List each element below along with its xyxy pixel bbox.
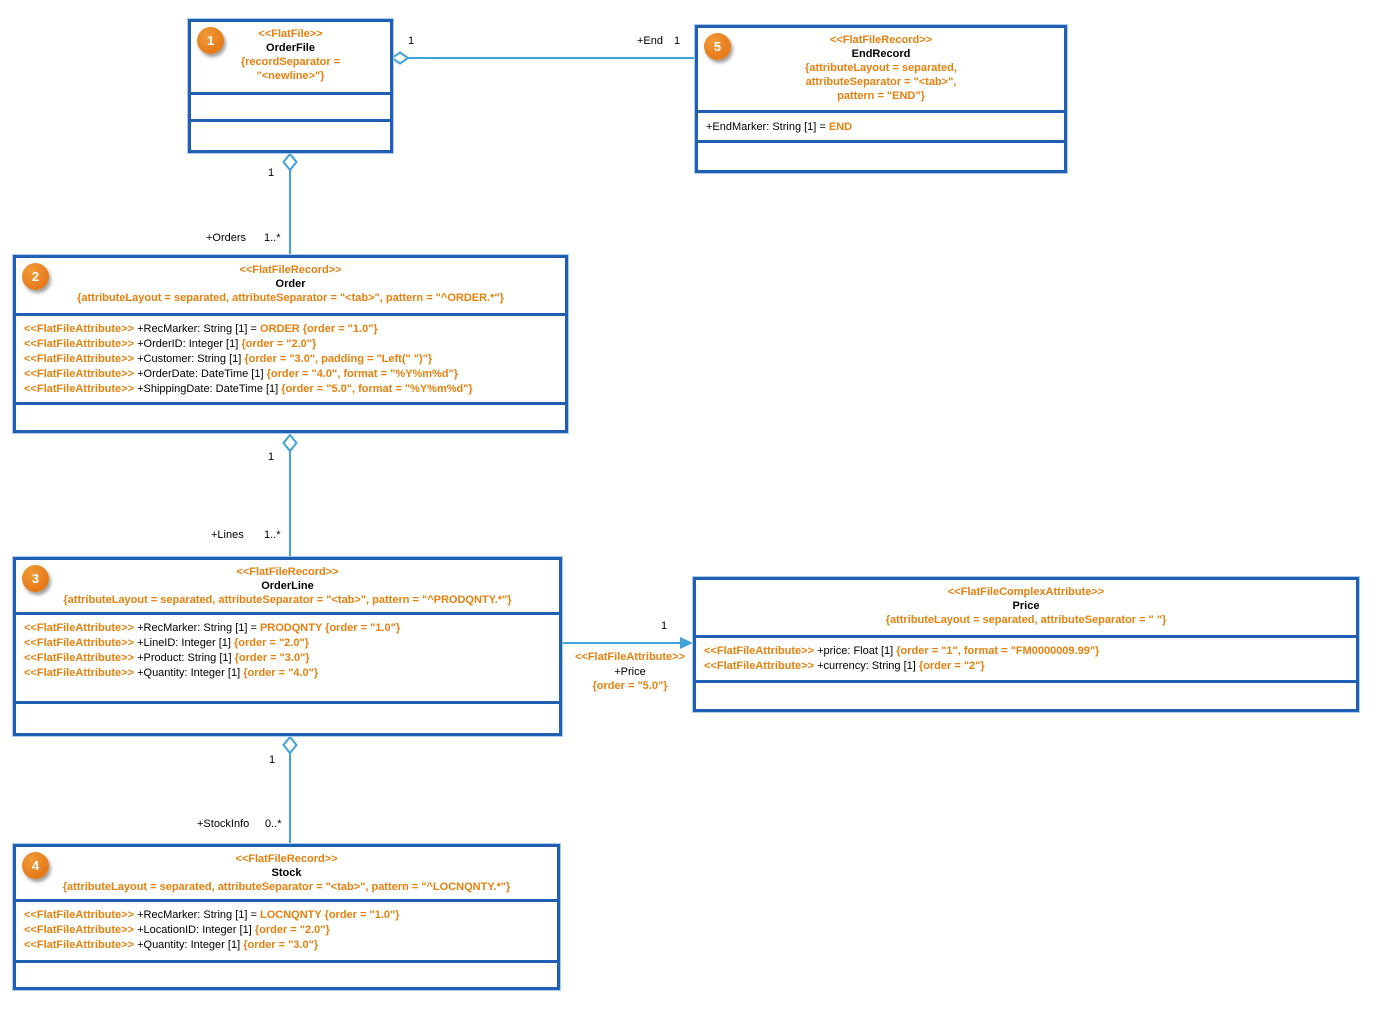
endrecord-stereotype: <<FlatFileRecord>>	[829, 34, 933, 46]
orderfile-constraint: {recordSeparator = "<newline>"}	[211, 55, 371, 83]
role-orders: +Orders	[206, 232, 247, 244]
constraint-line: attributeSeparator = "<tab>",	[805, 76, 957, 88]
orderfile-stereotype: <<FlatFile>>	[258, 28, 323, 40]
badge-2: 2	[22, 263, 49, 290]
badge-1: 1	[197, 27, 224, 54]
constraint-line: {attributeLayout = separated, attributeS…	[63, 594, 512, 606]
multiplicity-order-lines: 1	[268, 451, 275, 463]
orderline-name: OrderLine	[261, 580, 314, 592]
order-constraint: {attributeLayout = separated, attributeS…	[16, 291, 565, 305]
attribute-row: <<FlatFileAttribute>> +RecMarker: String…	[24, 909, 400, 921]
constraint-line: "<newline>"}	[256, 70, 325, 82]
attribute-row: <<FlatFileAttribute>> +LocationID: Integ…	[24, 924, 330, 936]
stock-constraint: {attributeLayout = separated, attributeS…	[16, 880, 557, 894]
attribute-row: <<FlatFileAttribute>> +Quantity: Integer…	[24, 939, 319, 951]
aggregation-diamond-icon	[390, 51, 410, 65]
class-stock[interactable]: 4 <<FlatFileRecord>> Stock {attributeLay…	[13, 844, 560, 990]
class-order[interactable]: 2 <<FlatFileRecord>> Order {attributeLay…	[13, 255, 568, 433]
attribute-row: <<FlatFileAttribute>> +RecMarker: String…	[24, 622, 401, 634]
constraint-line: {attributeLayout = separated, attributeS…	[885, 614, 1167, 626]
attribute-row: <<FlatFileAttribute>> +Customer: String …	[24, 353, 433, 365]
stock-name: Stock	[271, 867, 302, 879]
role-price: +Price	[614, 665, 646, 678]
constraint-line: {attributeLayout = separated,	[805, 62, 957, 74]
endrecord-operations-compartment	[698, 140, 1064, 170]
orderline-title-compartment: <<FlatFileRecord>> OrderLine {attributeL…	[16, 560, 559, 612]
order-attributes-compartment: <<FlatFileAttribute>> +RecMarker: String…	[16, 313, 565, 402]
multiplicity-stockinfo: 0..*	[265, 818, 282, 830]
class-orderline[interactable]: 3 <<FlatFileRecord>> OrderLine {attribut…	[13, 557, 562, 736]
multiplicity-endrecord: 1	[674, 35, 681, 47]
orderline-constraint: {attributeLayout = separated, attributeS…	[16, 593, 559, 607]
attribute-row: +EndMarker: String [1] = END	[706, 121, 853, 133]
price-constraint: {attributeLayout = separated, attributeS…	[696, 613, 1356, 627]
multiplicity-lines: 1..*	[264, 529, 281, 541]
role-lines: +Lines	[211, 529, 244, 541]
price-title-compartment: <<FlatFileComplexAttribute>> Price {attr…	[696, 580, 1356, 635]
class-orderfile[interactable]: 1 <<FlatFile>> OrderFile {recordSeparato…	[188, 19, 393, 153]
endrecord-name: EndRecord	[851, 48, 911, 60]
attribute-row: <<FlatFileAttribute>> +OrderID: Integer …	[24, 338, 317, 350]
attribute-row: <<FlatFileAttribute>> +LineID: Integer […	[24, 637, 309, 649]
orderline-attributes-compartment: <<FlatFileAttribute>> +RecMarker: String…	[16, 612, 559, 701]
constraint-line: {attributeLayout = separated, attributeS…	[62, 881, 511, 893]
stock-operations-compartment	[16, 960, 557, 987]
class-price[interactable]: <<FlatFileComplexAttribute>> Price {attr…	[693, 577, 1359, 712]
role-stockinfo: +StockInfo	[197, 818, 250, 830]
class-endrecord[interactable]: 5 <<FlatFileRecord>> EndRecord {attribut…	[695, 25, 1067, 173]
endrecord-title-compartment: <<FlatFileRecord>> EndRecord {attributeL…	[698, 28, 1064, 110]
orderline-stereotype: <<FlatFileRecord>>	[236, 566, 339, 578]
endrecord-constraint: {attributeLayout = separated, attributeS…	[698, 61, 1064, 103]
price-attributes-compartment: <<FlatFileAttribute>> +price: Float [1] …	[696, 635, 1356, 680]
aggregation-diamond-icon	[282, 152, 298, 172]
orderfile-name: OrderFile	[266, 42, 315, 54]
badge-5: 5	[704, 33, 731, 60]
association-label-price: <<FlatFileAttribute>> +Price {order = "5…	[550, 650, 710, 694]
multiplicity-orders: 1..*	[264, 232, 281, 244]
aggregation-diamond-icon	[282, 735, 298, 755]
stock-title-compartment: <<FlatFileRecord>> Stock {attributeLayou…	[16, 847, 557, 899]
constraint-line: {recordSeparator =	[240, 56, 341, 68]
attribute-row: <<FlatFileAttribute>> +Quantity: Integer…	[24, 667, 319, 679]
multiplicity-orderfile-orders: 1	[268, 167, 275, 179]
badge-4: 4	[22, 852, 49, 879]
stock-stereotype: <<FlatFileRecord>>	[235, 853, 338, 865]
order-title-compartment: <<FlatFileRecord>> Order {attributeLayou…	[16, 258, 565, 313]
badge-3: 3	[22, 565, 49, 592]
attribute-row: <<FlatFileAttribute>> +Product: String […	[24, 652, 310, 664]
stock-attributes-compartment: <<FlatFileAttribute>> +RecMarker: String…	[16, 899, 557, 960]
attribute-row: <<FlatFileAttribute>> +currency: String …	[704, 660, 985, 672]
multiplicity-orderline-stock: 1	[269, 754, 276, 766]
price-name: Price	[1012, 600, 1040, 612]
orderfile-operations-compartment	[191, 119, 390, 150]
constraint-line: {attributeLayout = separated, attributeS…	[77, 292, 504, 304]
order-stereotype: <<FlatFileRecord>>	[239, 264, 342, 276]
orderfile-attributes-compartment	[191, 92, 390, 119]
role-end: +End	[637, 35, 663, 47]
order-operations-compartment	[16, 402, 565, 430]
attribute-row: <<FlatFileAttribute>> +RecMarker: String…	[24, 323, 378, 335]
orderline-operations-compartment	[16, 701, 559, 733]
arrowhead-icon	[680, 637, 693, 649]
order-name: Order	[275, 278, 306, 290]
price-stereotype: <<FlatFileComplexAttribute>>	[947, 586, 1105, 598]
attribute-row: <<FlatFileAttribute>> +ShippingDate: Dat…	[24, 383, 473, 395]
multiplicity-price: 1	[661, 620, 668, 632]
price-association-order: {order = "5.0"}	[592, 680, 668, 692]
orderfile-title-compartment: <<FlatFile>> OrderFile {recordSeparator …	[191, 22, 390, 92]
constraint-line: pattern = "END"}	[837, 90, 925, 102]
price-operations-compartment	[696, 680, 1356, 709]
price-association-stereotype: <<FlatFileAttribute>>	[574, 651, 686, 663]
endrecord-attributes-compartment: +EndMarker: String [1] = END	[698, 110, 1064, 140]
aggregation-diamond-icon	[282, 433, 298, 453]
multiplicity-orderfile-end: 1	[408, 35, 415, 47]
attribute-row: <<FlatFileAttribute>> +price: Float [1] …	[704, 645, 1100, 657]
attribute-row: <<FlatFileAttribute>> +OrderDate: DateTi…	[24, 368, 459, 380]
